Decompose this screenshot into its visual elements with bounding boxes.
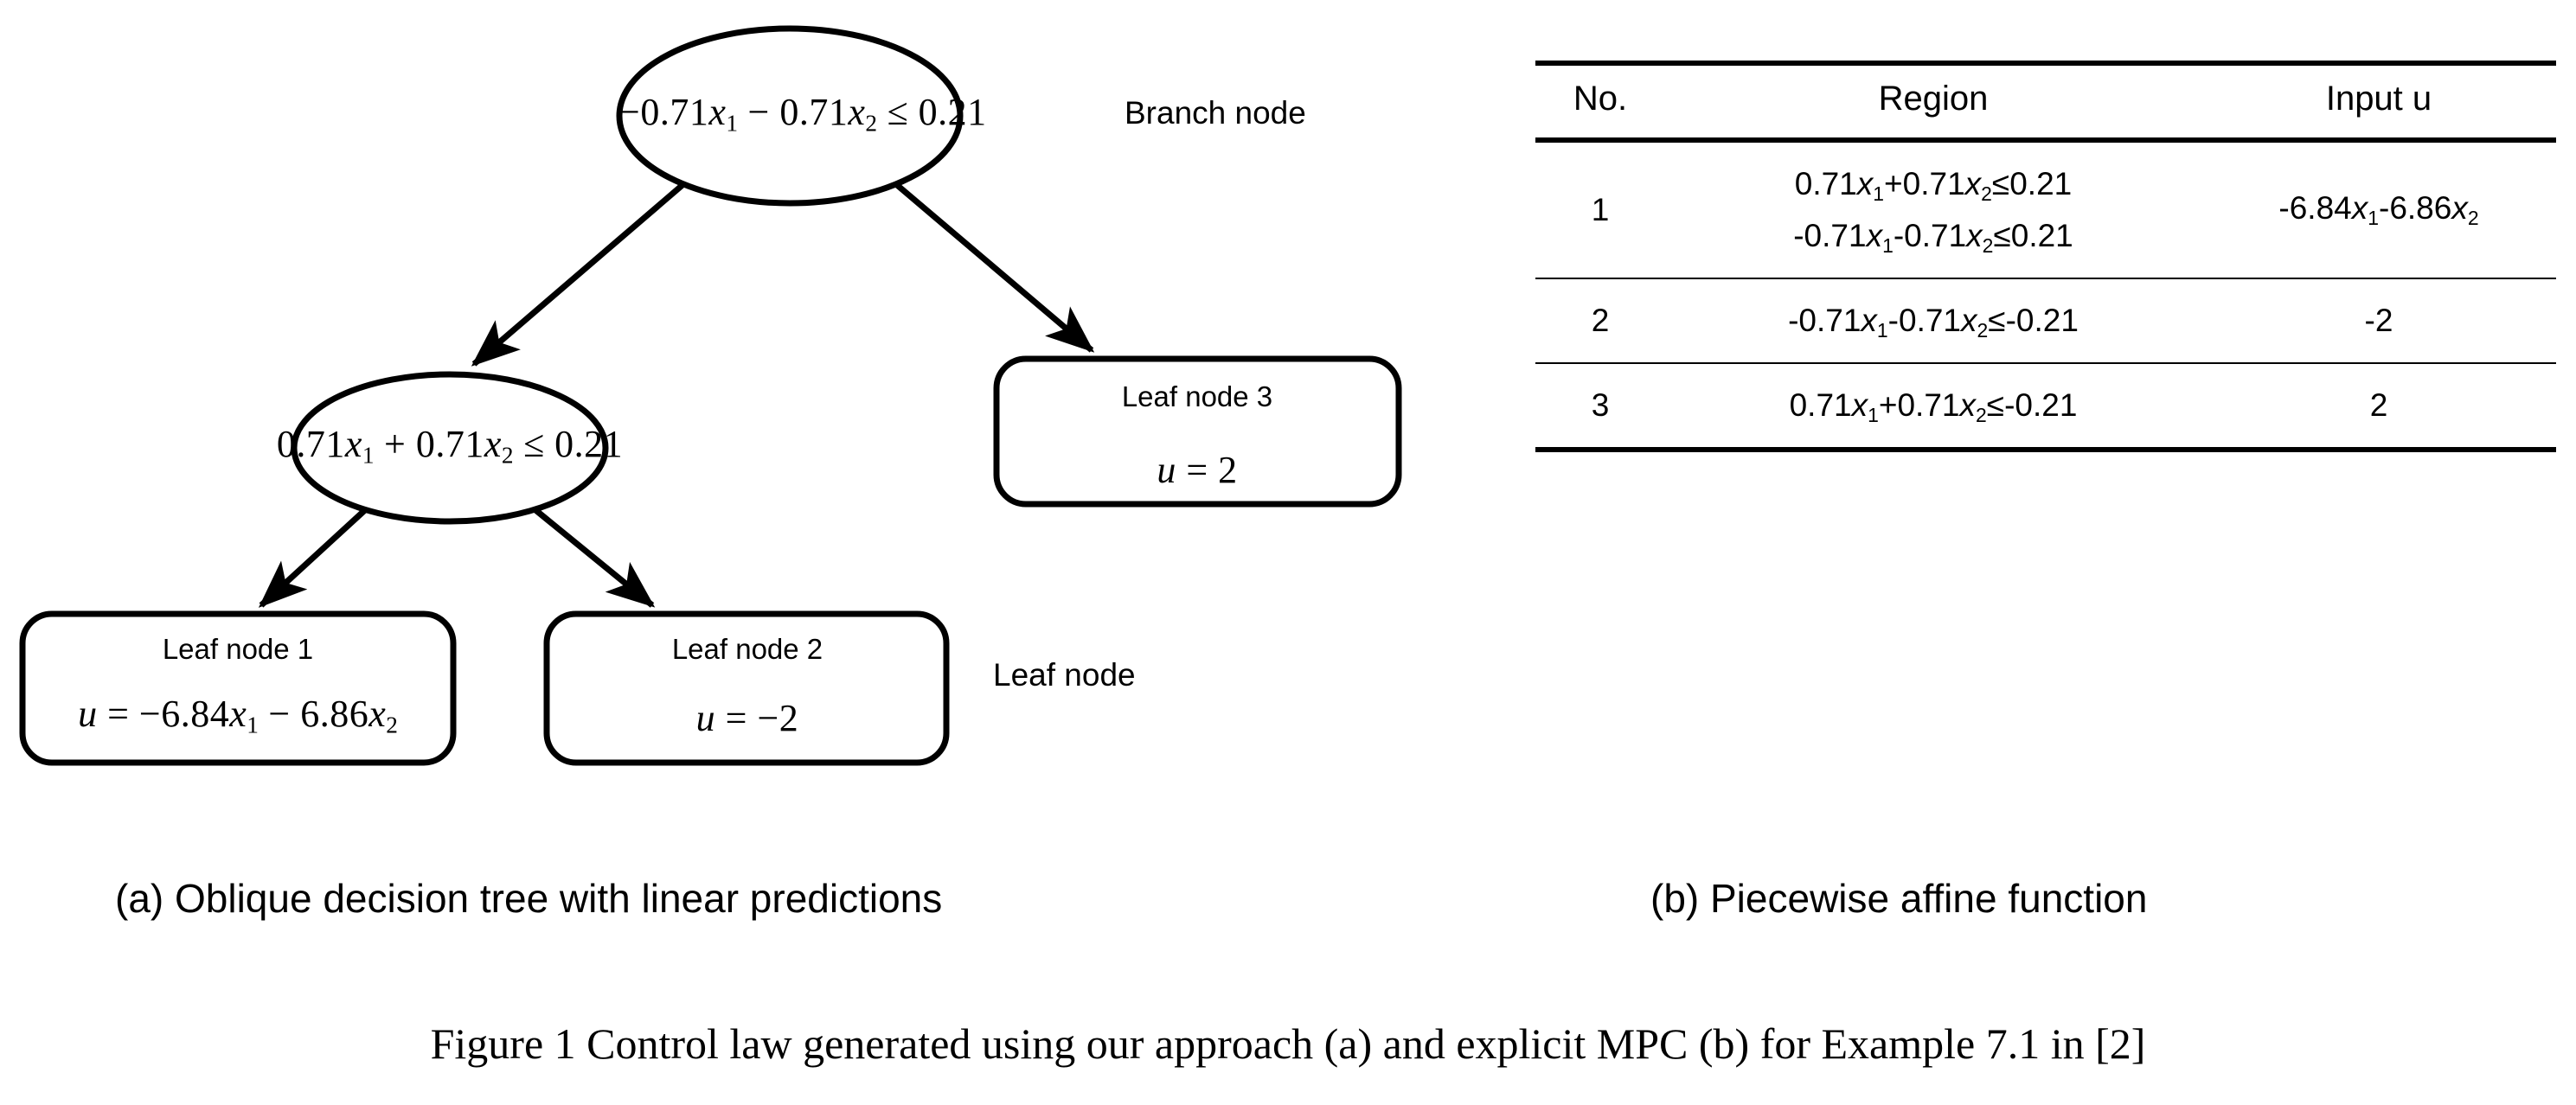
cell-input-u: -6.84x1-6.86x2 bbox=[2201, 140, 2556, 280]
cell-region-no: 2 bbox=[1535, 278, 1665, 365]
table-row: 2 -0.71x1-0.71x2≤-0.21 -2 bbox=[1535, 278, 2556, 365]
cell-region-no: 3 bbox=[1535, 363, 1665, 453]
cell-region-expr: 0.71x1+0.71x2≤-0.21 bbox=[1665, 363, 2201, 453]
cell-region-expr: -0.71x1-0.71x2≤-0.21 bbox=[1665, 278, 2201, 365]
cell-region-no: 1 bbox=[1535, 140, 1665, 280]
cell-input-u: 2 bbox=[2201, 363, 2556, 453]
table-row: 3 0.71x1+0.71x2≤-0.21 2 bbox=[1535, 363, 2556, 453]
table-body: 1 0.71x1+0.71x2≤0.21 -0.71x1-0.71x2≤0.21… bbox=[1535, 140, 2556, 453]
branch-node-2-shape[interactable] bbox=[291, 371, 609, 525]
table-header-row: No. Region Input u bbox=[1535, 61, 2556, 143]
column-header-input-u: Input u bbox=[2201, 61, 2556, 143]
decision-tree-panel: −0.71x1 − 0.71x2 ≤ 0.21 0.71x1 + 0.71x2 … bbox=[0, 0, 1436, 830]
edge-branch2-to-leaf2 bbox=[532, 507, 656, 608]
subcaption-a: (a) Oblique decision tree with linear pr… bbox=[115, 876, 943, 921]
edge-root-to-branch2 bbox=[471, 182, 685, 367]
piecewise-affine-table: No. Region Input u 1 0.71x1+0.71x2≤0.21 … bbox=[1535, 61, 2556, 453]
table-row: 1 0.71x1+0.71x2≤0.21 -0.71x1-0.71x2≤0.21… bbox=[1535, 140, 2556, 280]
cell-region-expr: 0.71x1+0.71x2≤0.21 -0.71x1-0.71x2≤0.21 bbox=[1665, 140, 2201, 280]
piecewise-affine-table-panel: No. Region Input u 1 0.71x1+0.71x2≤0.21 … bbox=[1535, 61, 2556, 453]
leaf-node-2-shape[interactable] bbox=[543, 610, 950, 766]
edge-branch2-to-leaf1 bbox=[258, 507, 368, 608]
subcaption-b: (b) Piecewise affine function bbox=[1650, 876, 2148, 921]
branch-node-root-shape[interactable] bbox=[616, 25, 964, 207]
leaf-node-3-shape[interactable] bbox=[993, 355, 1402, 508]
tree-diagram-svg bbox=[19, 25, 1402, 766]
leaf-node-1-shape[interactable] bbox=[19, 610, 457, 766]
table-header: No. Region Input u bbox=[1535, 61, 2556, 143]
figure-caption: Figure 1 Control law generated using our… bbox=[430, 1019, 2146, 1068]
leaf-node-annotation: Leaf node bbox=[993, 657, 1136, 693]
column-header-no: No. bbox=[1535, 61, 1665, 143]
column-header-region: Region bbox=[1665, 61, 2201, 143]
edge-root-to-leaf3 bbox=[894, 182, 1095, 353]
branch-node-annotation: Branch node bbox=[1125, 95, 1306, 131]
cell-input-u: -2 bbox=[2201, 278, 2556, 365]
